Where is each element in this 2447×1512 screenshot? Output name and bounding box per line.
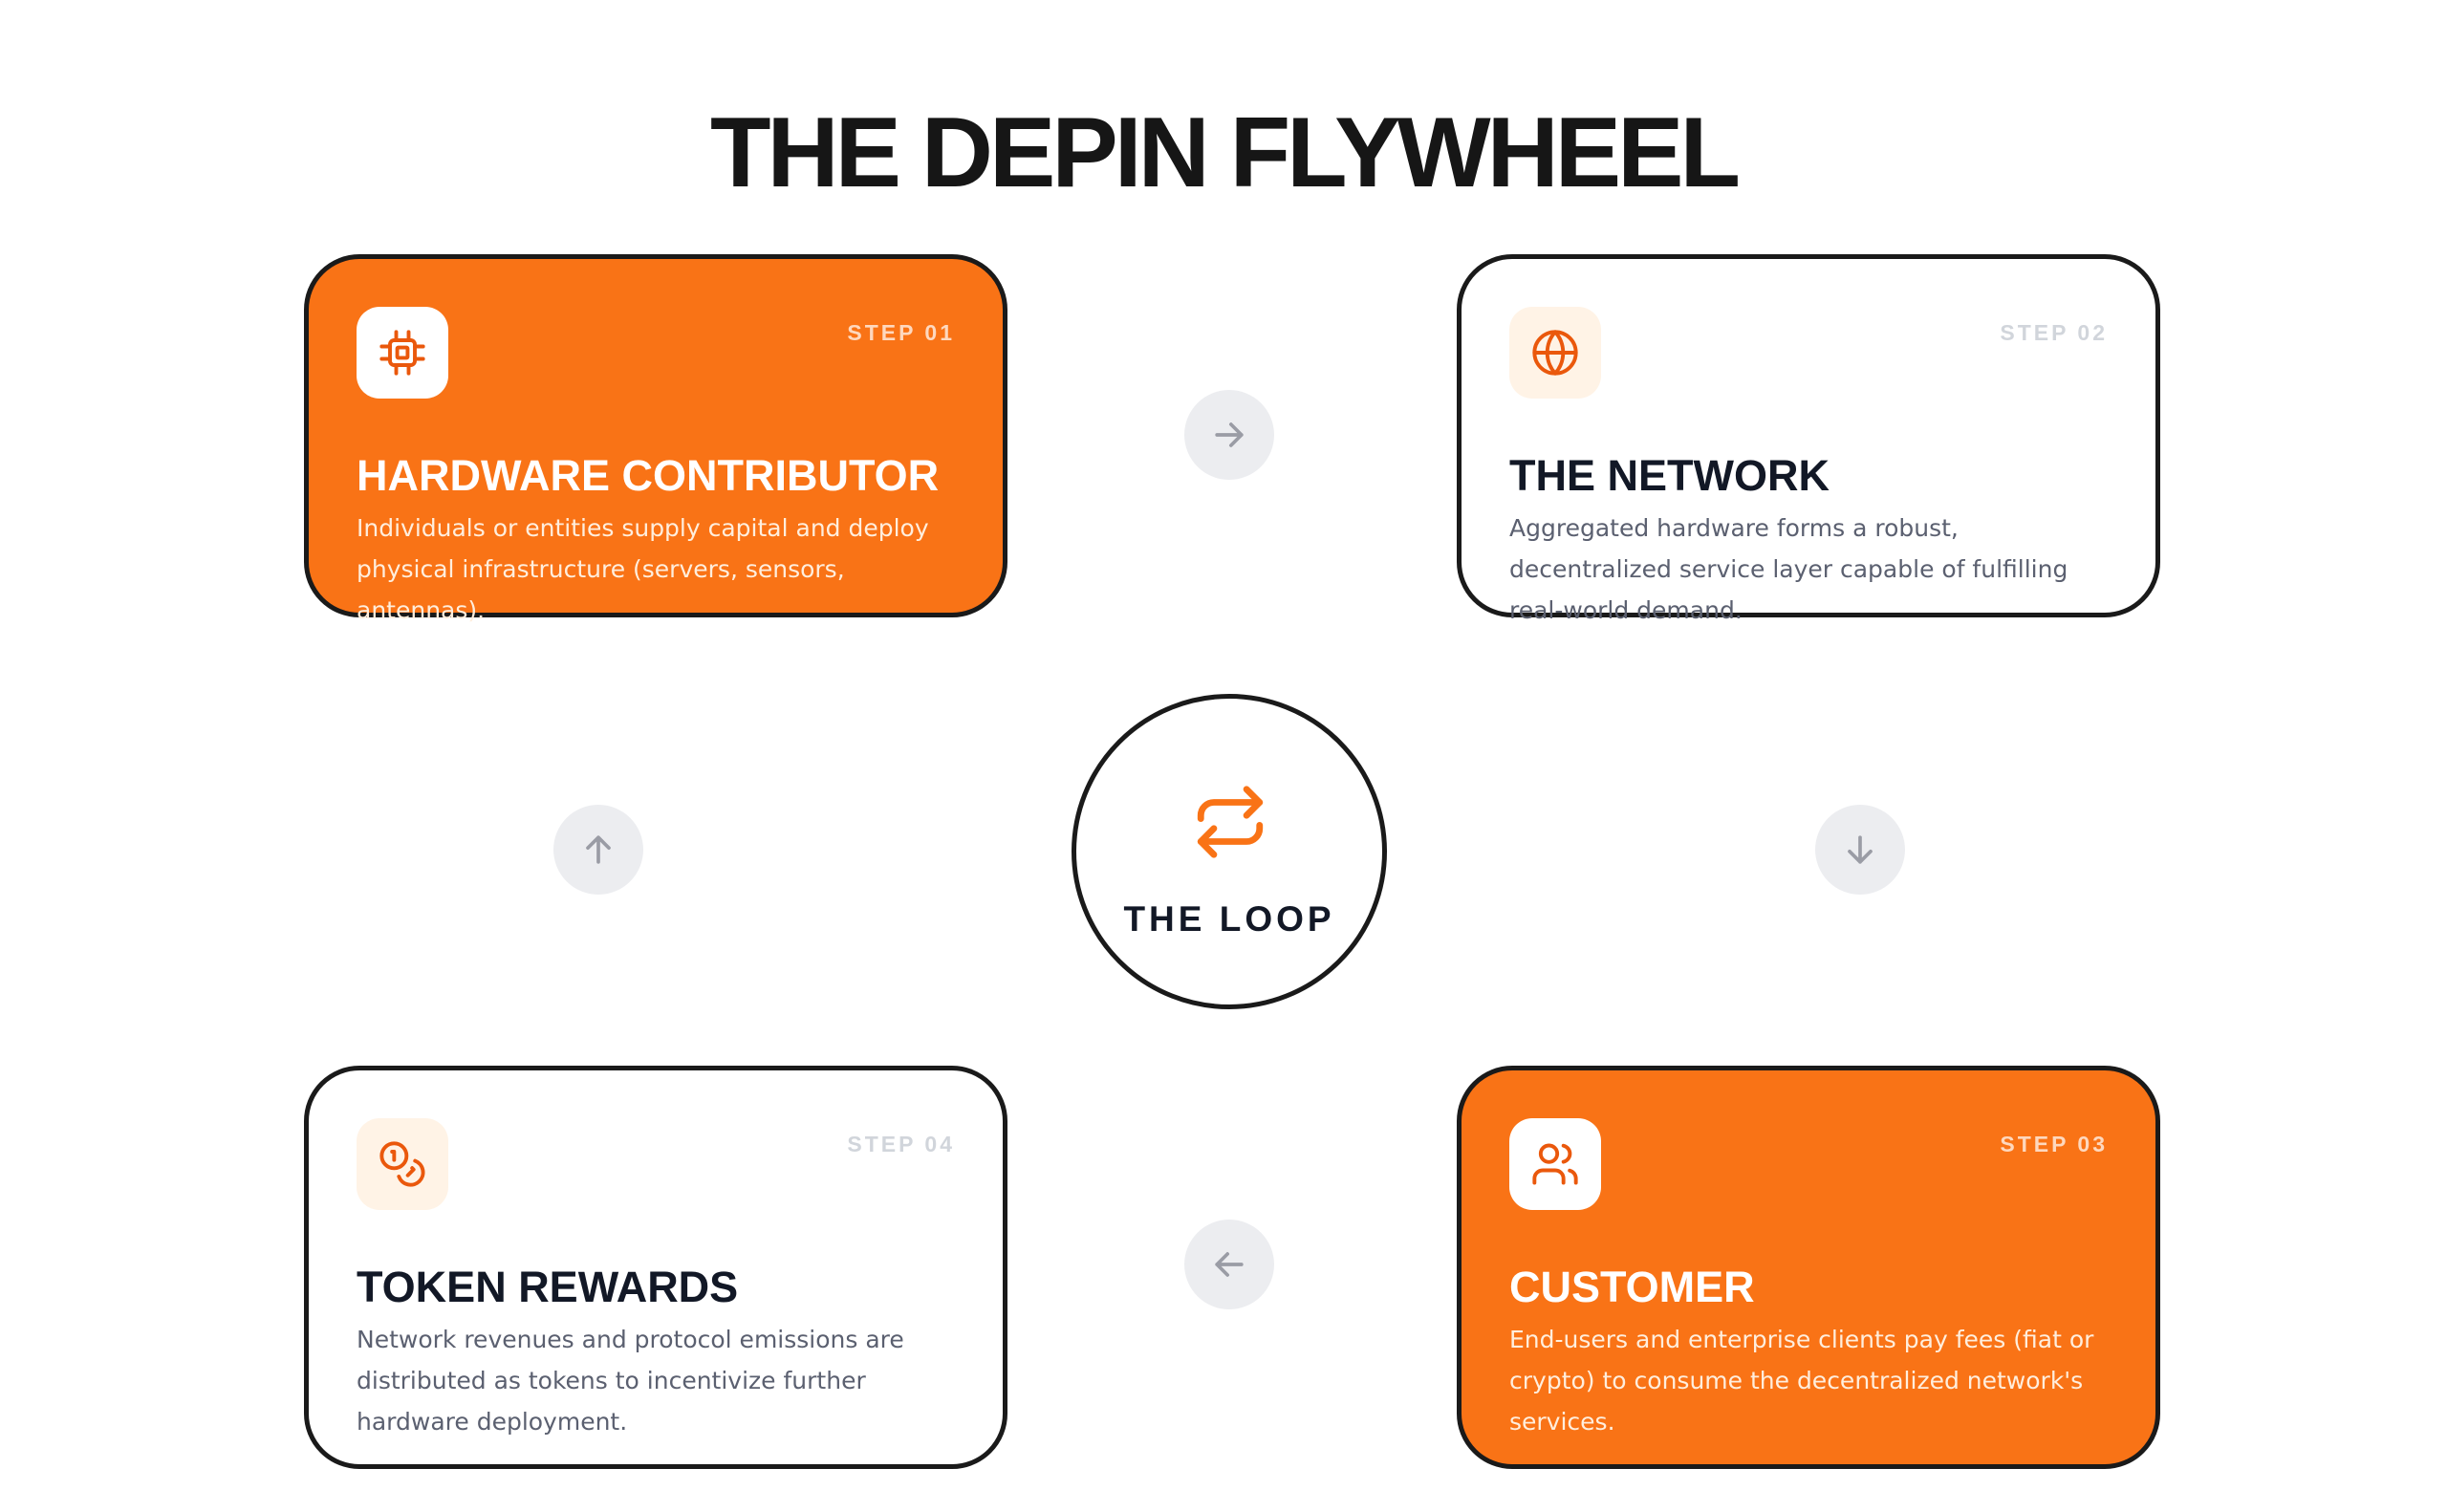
cpu-chip-icon: [357, 307, 448, 399]
card-description: Individuals or entities supply capital a…: [357, 514, 929, 624]
globe-icon: [1509, 307, 1601, 399]
center-label: THE LOOP: [1123, 899, 1335, 939]
users-icon: [1509, 1118, 1601, 1210]
card-description: Network revenues and protocol emissions …: [357, 1326, 904, 1436]
card-description: Aggregated hardware forms a robust, dece…: [1509, 514, 2068, 624]
card-description: End-users and enterprise clients pay fee…: [1509, 1326, 2094, 1436]
card-hardware-contributor: STEP 01 HARDWARE CONTRIBUTOR Individuals…: [304, 254, 1007, 624]
arrow-right-icon: [1184, 390, 1274, 480]
card-token-rewards: STEP 04 TOKEN REWARDS Network revenues a…: [304, 1066, 1007, 1469]
step-label: STEP 01: [847, 320, 955, 345]
card-title: CUSTOMER: [1509, 1263, 1755, 1311]
card-the-network: STEP 02 THE NETWORK Aggregated hardware …: [1457, 254, 2160, 624]
repeat-arrows-icon: [1197, 786, 1264, 858]
card-title: THE NETWORK: [1509, 451, 1830, 500]
card-customer: STEP 03 CUSTOMER End-users and enterpris…: [1457, 1066, 2160, 1469]
page-title: THE DEPIN FLYWHEEL: [709, 97, 1741, 208]
card-title: TOKEN REWARDS: [357, 1263, 739, 1311]
arrow-down-icon: [1815, 805, 1905, 895]
card-title: HARDWARE CONTRIBUTOR: [357, 451, 940, 500]
step-label: STEP 02: [2000, 320, 2108, 345]
step-label: STEP 04: [847, 1132, 955, 1156]
step-label: STEP 03: [2000, 1132, 2108, 1156]
arrow-left-icon: [1184, 1220, 1274, 1309]
coins-icon: [357, 1118, 448, 1210]
arrow-up-icon: [553, 805, 643, 895]
center-loop: THE LOOP: [1072, 694, 1387, 1009]
